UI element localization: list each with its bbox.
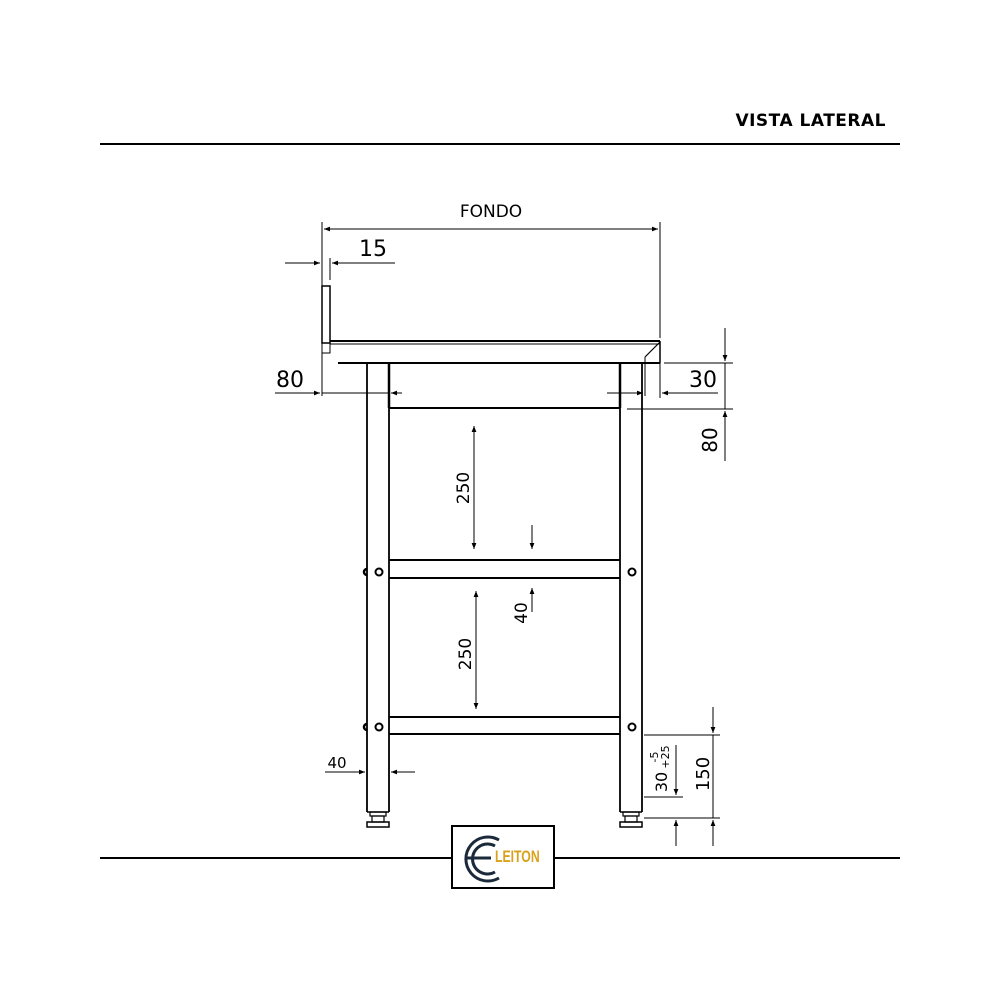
- lower-shelf-height-label: 150: [693, 757, 714, 791]
- rear-leg: [366, 363, 390, 828]
- upper-shelf: [362, 559, 637, 579]
- lower-shelf: [362, 716, 637, 735]
- lower-spacing-label: 250: [456, 638, 476, 670]
- vertical-edge-dimensions: [627, 328, 733, 461]
- leg-width-label: 40: [327, 754, 346, 772]
- foot-height-dimensions: [644, 707, 720, 846]
- backsplash-thickness-label: 15: [359, 237, 387, 262]
- depth-label: FONDO: [460, 202, 522, 222]
- brand-name: LEITON: [495, 847, 540, 866]
- header-divider: [100, 143, 900, 145]
- foot-adjustment-label: 30: [652, 772, 671, 792]
- worktop: [321, 285, 661, 396]
- upper-spacing-label: 250: [454, 472, 474, 504]
- page-title: VISTA LATERAL: [735, 111, 886, 131]
- foot-tolerance-upper: -5: [648, 752, 661, 763]
- worktop-edge-height-label: 30: [689, 368, 717, 393]
- brand-logo: LEITON: [451, 825, 555, 889]
- apron: [387, 363, 622, 409]
- leg-inset-front-label: 80: [276, 368, 304, 393]
- backsplash-dimension: [285, 258, 395, 280]
- foot-tolerance-lower: +25: [659, 745, 672, 768]
- front-leg: [619, 363, 643, 828]
- shelf-thickness-label: 40: [512, 602, 532, 624]
- front-inset-dimension: [607, 363, 718, 398]
- apron-height-label: 80: [698, 427, 722, 452]
- brand-mark-icon: [464, 835, 500, 883]
